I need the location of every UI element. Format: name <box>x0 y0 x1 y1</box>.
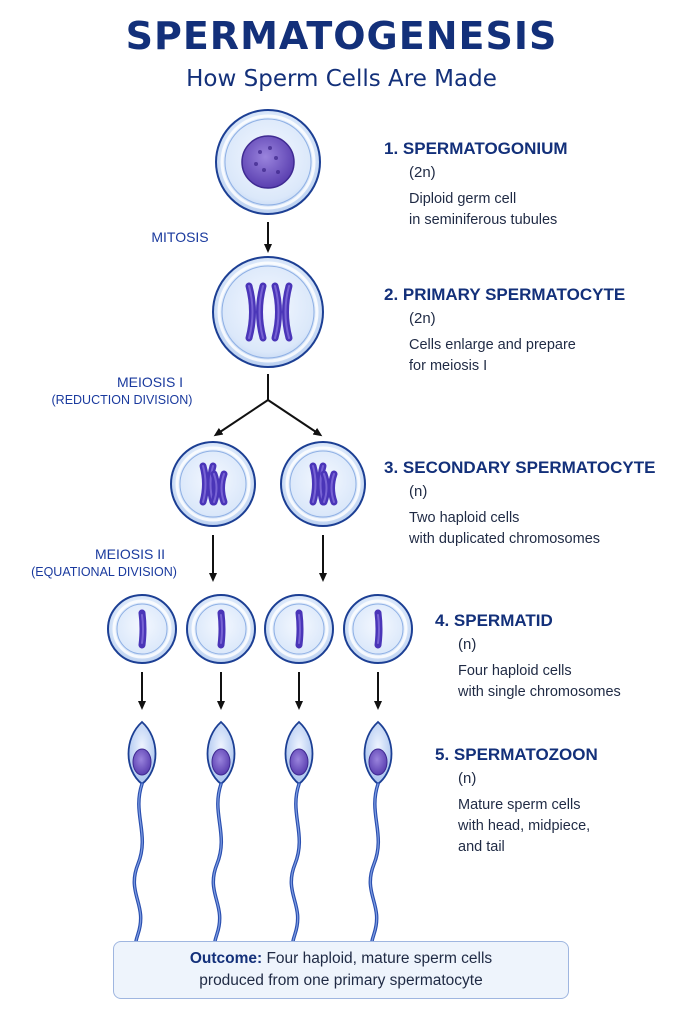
step-3-ploidy: (n) <box>409 483 428 500</box>
step-3-title: 3. SECONDARY SPERMATOCYTE <box>384 458 656 477</box>
step-4-title: 4. SPERMATID <box>435 611 553 630</box>
spermatogonium-cell <box>215 109 321 215</box>
primary-spermatocyte-cell <box>212 256 324 368</box>
step-1-ploidy: (2n) <box>409 164 436 181</box>
step-5-description: Mature sperm cells with head, midpiece, … <box>458 797 591 855</box>
arrow-meiosis-1-right <box>267 399 323 437</box>
outcome-line-1: Outcome: Four haploid, mature sperm cell… <box>114 948 568 970</box>
secondary-spermatocyte-cell <box>170 441 256 527</box>
step-2-title: 2. PRIMARY SPERMATOCYTE <box>384 285 626 304</box>
step-2-ploidy: (2n) <box>409 310 436 327</box>
diagram-subtitle: How Sperm Cells Are Made <box>186 66 497 92</box>
step-2-description: Cells enlarge and prepare for meiosis I <box>409 337 576 374</box>
secondary-spermatocyte-cell <box>280 441 366 527</box>
outcome-text-1: Four haploid, mature sperm cells <box>262 950 493 967</box>
arrow-meiosis-1-left <box>213 399 269 437</box>
spermatid-cell <box>343 594 413 664</box>
step-5-title: 5. SPERMATOZOON <box>435 745 598 764</box>
step-4-ploidy: (n) <box>458 636 477 653</box>
step-1-title: 1. SPERMATOGONIUM <box>384 139 568 158</box>
spermatid-cell <box>264 594 334 664</box>
step-4-description: Four haploid cells with single chromosom… <box>458 663 621 700</box>
outcome-line-2: produced from one primary spermatocyte <box>199 972 483 989</box>
spermatid-cell <box>107 594 177 664</box>
step-3-description: Two haploid cells with duplicated chromo… <box>409 510 601 547</box>
step-5-ploidy: (n) <box>458 770 477 787</box>
phase-sublabel-meiosis-2: (EQUATIONAL DIVISION) <box>31 565 177 579</box>
step-1-description: Diploid germ cell in seminiferous tubule… <box>409 191 558 228</box>
diagram-title: SPERMATOGENESIS <box>125 14 558 58</box>
outcome-box: Outcome: Four haploid, mature sperm cell… <box>113 941 569 999</box>
spermatid-cell <box>186 594 256 664</box>
phase-label-meiosis-1: MEIOSIS I <box>116 374 184 390</box>
phase-label-mitosis: MITOSIS <box>151 229 209 245</box>
phase-sublabel-meiosis-1: (REDUCTION DIVISION) <box>51 393 193 407</box>
outcome-label: Outcome: <box>189 950 263 967</box>
phase-label-meiosis-2: MEIOSIS II <box>94 546 165 562</box>
